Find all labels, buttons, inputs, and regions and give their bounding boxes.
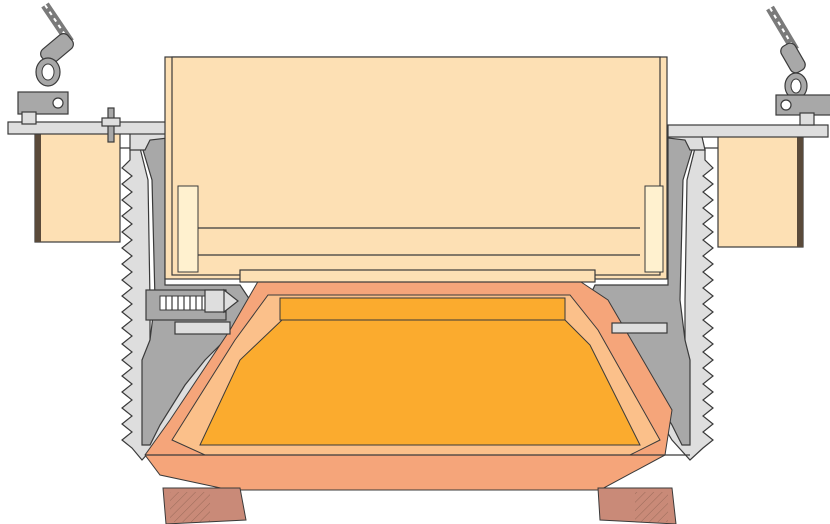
left-support-block [34, 131, 121, 243]
chain-shackle-icon [17, 2, 74, 125]
chain-shackle-icon [766, 5, 830, 126]
left-inner-shell-dark [139, 131, 251, 446]
right-wedge-plate [611, 322, 668, 334]
ladle-base-plate [239, 269, 596, 283]
right-outer-shell-light [602, 147, 735, 461]
ladle-right-post [644, 185, 664, 273]
refractory-top-band [279, 297, 566, 321]
right-inner-shell-dark [587, 131, 696, 446]
right-support-block [717, 131, 804, 248]
refractory-core [199, 319, 641, 446]
right-foot-brick [597, 487, 677, 524]
ladle-body [164, 56, 668, 283]
bolt-icon [101, 107, 121, 143]
ladle-inner-chamber [171, 56, 661, 276]
ladle-left-post [177, 185, 199, 273]
right-top-beam [667, 124, 829, 138]
refractory-cone [144, 277, 690, 491]
left-foot-brick [162, 487, 247, 524]
right-support-block-edge [797, 132, 803, 247]
spring-clamp-icon [145, 288, 239, 335]
left-support-block-edge [35, 132, 41, 242]
